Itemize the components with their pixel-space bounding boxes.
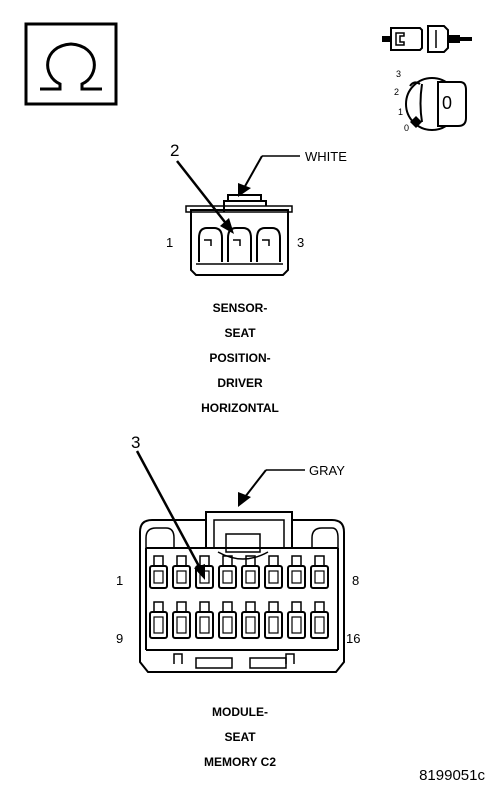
ohm-meter-icon — [24, 22, 118, 106]
cavity-latch — [268, 555, 279, 566]
pin-terminal — [245, 616, 256, 634]
ignition-key-label: 0 — [442, 93, 453, 113]
pin-cavity-14 — [264, 611, 283, 639]
cavity-latch — [176, 555, 187, 566]
module-callout-number: 3 — [131, 433, 141, 452]
cavity-latch — [314, 601, 325, 612]
cavity-latch — [199, 555, 210, 566]
cavity-latch — [153, 601, 164, 612]
cavity-latch — [222, 555, 233, 566]
ignition-position-1: 1 — [398, 107, 404, 117]
pin-terminal — [222, 570, 233, 584]
pin-terminal — [268, 570, 279, 584]
ignition-position-0: 0 — [404, 123, 410, 133]
pin-cavity-5 — [241, 565, 260, 589]
cavity-latch — [268, 601, 279, 612]
cavity-latch — [245, 555, 256, 566]
sensor-title-line: SENSOR- — [212, 301, 268, 315]
cavity-latch — [199, 601, 210, 612]
pin-cavity-9 — [149, 611, 168, 639]
pin-cavity-11 — [195, 611, 214, 639]
pin-terminal — [153, 616, 164, 634]
cavity-latch — [153, 555, 164, 566]
module-title-line: SEAT — [224, 730, 256, 744]
pin-cavity-15 — [287, 611, 306, 639]
pin-cavity-12 — [218, 611, 237, 639]
cavity-latch — [222, 601, 233, 612]
pin-cavity-16 — [310, 611, 329, 639]
ignition-position-2: 2 — [394, 87, 400, 97]
pin-terminal — [199, 570, 210, 584]
pin-cavity-10 — [172, 611, 191, 639]
sensor-title-line: SEAT — [224, 326, 256, 340]
module-wire-color: GRAY — [309, 463, 345, 478]
module-pin-1-label: 1 — [116, 573, 124, 588]
pin-terminal — [176, 570, 187, 584]
sensor-wire-color: WHITE — [305, 149, 347, 164]
pin-cavity-3 — [195, 565, 214, 589]
cavity-latch — [245, 601, 256, 612]
cavity-latch — [291, 601, 302, 612]
module-connector — [135, 450, 345, 673]
pin-cavity-8 — [310, 565, 329, 589]
sensor-title-line: HORIZONTAL — [201, 401, 279, 415]
sensor-callout-number: 2 — [170, 141, 180, 160]
cavity-latch — [291, 555, 302, 566]
module-title-line: MEMORY C2 — [203, 755, 276, 769]
pin-cavity-1 — [149, 565, 168, 589]
pin-terminal — [291, 616, 302, 634]
pin-terminal — [153, 570, 164, 584]
pin-cavity-4 — [218, 565, 237, 589]
module-pin-9-label: 9 — [116, 631, 124, 646]
pin-terminal — [291, 570, 302, 584]
module-pin-16-label: 16 — [346, 631, 361, 646]
pin-terminal — [268, 616, 279, 634]
ignition-position-3: 3 — [396, 69, 402, 79]
sensor-pin-1-label: 1 — [166, 235, 174, 250]
pin-cavity-2 — [172, 565, 191, 589]
pin-cavity-13 — [241, 611, 260, 639]
pin-terminal — [245, 570, 256, 584]
module-title-line: MODULE- — [212, 705, 268, 719]
ignition-key-off-icon — [405, 77, 467, 131]
pin-cavity-6 — [264, 565, 283, 589]
sensor-pin-3-label: 3 — [297, 235, 305, 250]
figure-id: 8199051c — [419, 767, 485, 784]
cavity-latch — [176, 601, 187, 612]
sensor-connector-title: SENSOR- SEAT POSITION- DRIVER HORIZONTAL — [0, 296, 480, 421]
pin-terminal — [314, 570, 325, 584]
pin-cavity-7 — [287, 565, 306, 589]
pin-terminal — [222, 616, 233, 634]
pin-terminal — [314, 616, 325, 634]
disconnect-connector-icon — [382, 25, 472, 53]
pin-terminal — [199, 616, 210, 634]
sensor-connector — [176, 155, 300, 276]
sensor-title-line: POSITION- — [209, 351, 271, 365]
pin-terminal — [176, 616, 187, 634]
sensor-title-line: DRIVER — [217, 376, 263, 390]
module-connector-title: MODULE- SEAT MEMORY C2 — [0, 700, 480, 775]
module-pin-8-label: 8 — [352, 573, 360, 588]
cavity-latch — [314, 555, 325, 566]
